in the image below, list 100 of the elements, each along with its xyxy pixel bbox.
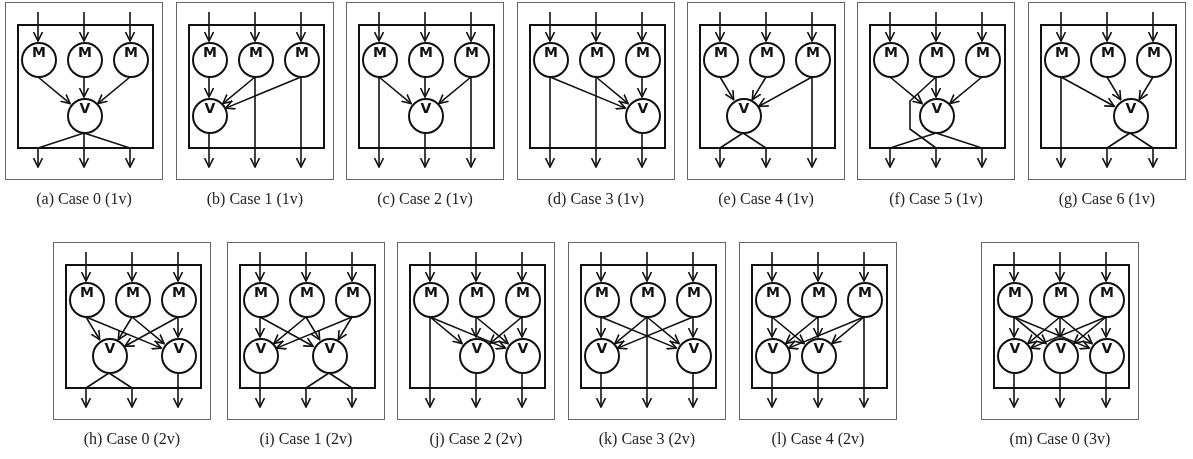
arrow bbox=[590, 11, 602, 42]
circle-node: V bbox=[676, 338, 712, 374]
arrow bbox=[337, 316, 353, 341]
arrow bbox=[858, 316, 870, 408]
panel-frame bbox=[5, 2, 163, 180]
circle-node: M bbox=[755, 282, 791, 318]
arrow bbox=[687, 316, 699, 338]
circle-node: V bbox=[997, 338, 1033, 374]
arrow bbox=[85, 316, 101, 341]
arrow bbox=[889, 76, 923, 105]
circle-node: M bbox=[965, 42, 1001, 78]
circle-node: V bbox=[625, 98, 661, 134]
arrow bbox=[273, 316, 307, 345]
panel-frame bbox=[981, 242, 1139, 420]
arrow bbox=[373, 76, 385, 168]
panel-frame bbox=[739, 242, 897, 420]
circle-node: V bbox=[92, 338, 128, 374]
arrow bbox=[1101, 132, 1131, 168]
panel-frame bbox=[176, 2, 334, 180]
panel-caption: (l) Case 4 (2v) bbox=[770, 430, 866, 448]
arrow bbox=[85, 316, 163, 350]
panel-caption: (b) Case 1 (1v) bbox=[205, 190, 305, 208]
arrow bbox=[687, 251, 699, 282]
circle-node: M bbox=[238, 42, 274, 78]
panel-caption: (e) Case 4 (1v) bbox=[717, 190, 815, 208]
arrow bbox=[1100, 372, 1112, 408]
arrow bbox=[516, 316, 528, 338]
arrow bbox=[222, 76, 256, 105]
arrow bbox=[1008, 251, 1020, 282]
arrow bbox=[419, 11, 431, 42]
panel-caption: (g) Case 6 (1v) bbox=[1057, 190, 1157, 208]
arrow bbox=[641, 251, 653, 282]
circle-node: V bbox=[755, 338, 791, 374]
arrow bbox=[465, 76, 477, 168]
arrow bbox=[83, 132, 136, 168]
arrow bbox=[1129, 132, 1159, 168]
circle-node: M bbox=[243, 282, 279, 318]
arrow bbox=[812, 251, 824, 282]
circle-node: V bbox=[1089, 338, 1125, 374]
circle-node: M bbox=[1089, 282, 1125, 318]
arrow bbox=[172, 372, 184, 408]
panel-caption: (d) Case 3 (1v) bbox=[546, 190, 646, 208]
arrow bbox=[1027, 316, 1061, 345]
arrow bbox=[203, 132, 215, 168]
panel-frame bbox=[1028, 2, 1186, 180]
arrow bbox=[429, 316, 507, 350]
circle-node: V bbox=[161, 338, 197, 374]
circle-node: M bbox=[801, 282, 837, 318]
panel-frame bbox=[346, 2, 504, 180]
panel-frame bbox=[687, 2, 845, 180]
arrow bbox=[275, 316, 353, 350]
arrow bbox=[1101, 11, 1113, 42]
arrow bbox=[1073, 316, 1107, 345]
arrow bbox=[976, 11, 988, 42]
arrow bbox=[475, 316, 509, 345]
circle-node: V bbox=[726, 98, 762, 134]
panel-caption: (k) Case 3 (2v) bbox=[597, 430, 697, 448]
arrow bbox=[636, 132, 648, 168]
circle-node: M bbox=[362, 42, 398, 78]
module-box bbox=[358, 24, 495, 149]
circle-node: V bbox=[505, 338, 541, 374]
arrow bbox=[884, 132, 937, 168]
circle-node: V bbox=[1043, 338, 1079, 374]
circle-node: M bbox=[1090, 42, 1126, 78]
arrow bbox=[714, 11, 726, 42]
module-box bbox=[993, 264, 1130, 389]
arrow bbox=[117, 316, 133, 341]
arrow bbox=[32, 11, 44, 42]
arrow bbox=[203, 76, 215, 98]
arrow bbox=[470, 372, 482, 408]
arrow bbox=[78, 132, 90, 168]
arrow bbox=[37, 76, 71, 105]
arrow bbox=[636, 11, 648, 42]
circle-node: M bbox=[459, 282, 495, 318]
arrow bbox=[300, 372, 330, 408]
arrow bbox=[254, 251, 266, 282]
panel-caption: (j) Case 2 (2v) bbox=[428, 430, 524, 448]
arrow bbox=[590, 76, 602, 168]
arrow bbox=[1054, 372, 1066, 408]
arrow bbox=[97, 76, 131, 105]
arrow bbox=[78, 11, 90, 42]
arrow bbox=[935, 132, 988, 168]
arrow bbox=[378, 76, 412, 105]
circle-node: M bbox=[630, 282, 666, 318]
arrow bbox=[766, 372, 778, 408]
arrow bbox=[595, 76, 629, 105]
panel-frame bbox=[568, 242, 726, 420]
circle-node: M bbox=[505, 282, 541, 318]
arrow bbox=[249, 11, 261, 42]
panel-frame bbox=[227, 242, 385, 420]
circle-node: V bbox=[243, 338, 279, 374]
arrow bbox=[470, 316, 482, 338]
arrow bbox=[80, 372, 110, 408]
arrow bbox=[224, 76, 302, 110]
circle-node: M bbox=[795, 42, 831, 78]
arrow bbox=[806, 11, 818, 42]
arrow bbox=[259, 316, 315, 348]
arrow bbox=[766, 316, 778, 338]
circle-node: V bbox=[919, 98, 955, 134]
arrow bbox=[295, 76, 307, 168]
